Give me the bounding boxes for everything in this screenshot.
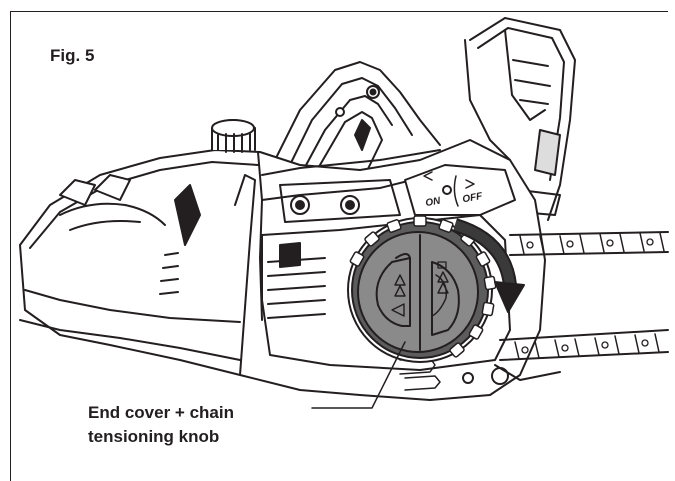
callout-label: End cover + chain tensioning knob — [88, 401, 234, 449]
figure-title: Fig. 5 — [50, 46, 95, 65]
rotation-arrow — [452, 218, 525, 313]
lock-icon — [391, 274, 406, 317]
callout-line-1: End cover + chain — [88, 403, 234, 422]
housing-screws — [279, 179, 401, 223]
switch-off-label: OFF — [462, 191, 484, 205]
unlock-icon — [437, 261, 449, 294]
top-handle — [269, 61, 441, 181]
callout-line-2: tensioning knob — [88, 427, 220, 446]
oil-filler-cap — [211, 119, 256, 153]
callout-leader-line — [311, 341, 406, 409]
switch-on-label: ON — [425, 196, 442, 210]
tensioning-knob — [347, 215, 497, 363]
saw-chain-bar — [494, 231, 669, 381]
power-switch-plate — [404, 164, 516, 216]
frame-top-border — [10, 11, 668, 12]
frame-left-border — [10, 11, 11, 481]
